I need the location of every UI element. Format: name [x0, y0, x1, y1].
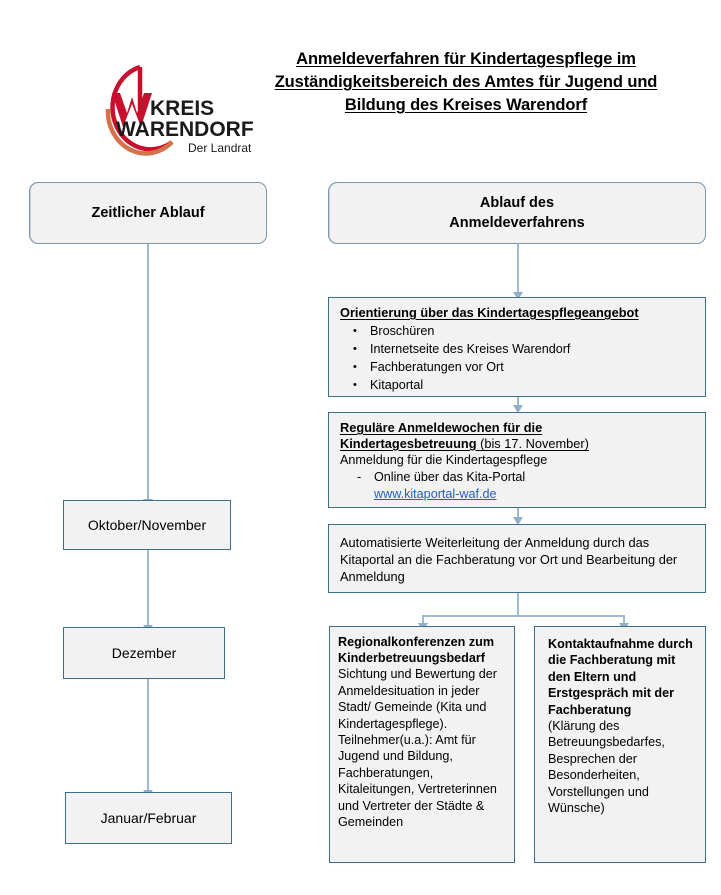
step-anmeldewochen-items: Online über das Kita-Portal www.kitaport…: [340, 469, 696, 503]
step-box-weiterleitung: Automatisierte Weiterleitung der Anmeldu…: [328, 524, 706, 593]
step-weiterleitung-text: Automatisierte Weiterleitung der Anmeldu…: [340, 535, 678, 584]
list-item: Internetseite des Kreises Warendorf: [353, 340, 696, 358]
connector-branch-left: [422, 615, 424, 627]
step-kontaktaufnahme-heading: Kontaktaufnahme durch die Fachberatung m…: [548, 637, 693, 717]
list-item: Online über das Kita-Portal www.kitaport…: [357, 469, 696, 503]
timeline-label-0: Oktober/November: [87, 516, 207, 533]
connector-weiterleitung-split-stem: [517, 593, 519, 616]
document-header: KREIS WARENDORF Der Landrat Anmeldeverfa…: [0, 0, 721, 170]
connector-header-to-orientierung: [517, 244, 519, 294]
timeline-box-januar-februar: Januar/Februar: [65, 792, 232, 844]
step-box-regionalkonferenzen: Regionalkonferenzen zum Kinderbetreuungs…: [329, 626, 515, 863]
connector-oktober-to-dezember: [147, 549, 149, 627]
logo-text-tagline: Der Landrat: [188, 141, 252, 155]
logo-text-warendorf: WARENDORF: [116, 118, 254, 141]
logo-text-kreis: KREIS: [150, 97, 214, 120]
step-anmeldewochen-heading-line1: Reguläre Anmeldewochen für die: [340, 420, 543, 435]
step-anmeldewochen-heading-note: (bis 17. November): [476, 436, 589, 452]
step-anmeldewochen-heading-bold: Kindertagesbetreuung: [340, 436, 477, 452]
connector-dezember-to-januar: [147, 678, 149, 792]
column-header-zeitlicher-ablauf: Zeitlicher Ablauf: [29, 182, 267, 244]
list-item: Broschüren: [353, 322, 696, 340]
arrowhead-orientierung: [512, 292, 523, 300]
page-title-line-1: Anmeldeverfahren für Kindertagespflege i…: [296, 50, 636, 68]
step-regionalkonferenzen-heading-line2: Kinderbetreuungsbedarf: [338, 651, 485, 666]
page-title-line-2: Zuständigkeitsbereich des Amtes für Juge…: [274, 73, 658, 91]
step-orientierung-heading: Orientierung über das Kindertagespflegea…: [340, 305, 639, 320]
step-box-orientierung: Orientierung über das Kindertagespflegea…: [328, 297, 706, 397]
kreis-warendorf-logo: KREIS WARENDORF Der Landrat: [88, 57, 263, 162]
step-regionalkonferenzen-heading-line1: Regionalkonferenzen zum: [338, 635, 495, 649]
logo-w-mark: [112, 93, 152, 127]
list-item: Fachberatungen vor Ort: [353, 358, 696, 376]
column-header-ablauf-anmeldeverfahren: Ablauf des Anmeldeverfahrens: [328, 182, 706, 244]
column-header-right-label-line2: Anmeldeverfahrens: [449, 215, 585, 231]
kitaportal-link[interactable]: www.kitaportal-waf.de: [374, 486, 497, 501]
step-anmeldewochen-heading-line2: Kindertagesbetreuung (bis 17. November): [340, 436, 696, 452]
timeline-box-oktober-november: Oktober/November: [63, 500, 231, 550]
connector-branch-right: [623, 615, 625, 627]
page-title: Anmeldeverfahren für Kindertagespflege i…: [222, 48, 710, 117]
column-header-right-label-line1: Ablauf des: [479, 195, 555, 211]
step-anmeldewochen-subline: Anmeldung für die Kindertagespflege: [340, 453, 548, 468]
step-orientierung-bullets: Broschüren Internetseite des Kreises War…: [340, 322, 696, 394]
timeline-box-dezember: Dezember: [63, 627, 225, 679]
logo-graphic: KREIS WARENDORF Der Landrat: [105, 64, 254, 156]
timeline-label-1: Dezember: [111, 644, 177, 661]
logo-arc-bottom: [105, 108, 174, 156]
step-box-kontaktaufnahme: Kontaktaufnahme durch die Fachberatung m…: [534, 626, 706, 863]
connector-weiterleitung-split-bar: [422, 615, 623, 617]
logo-arc-top: [110, 64, 174, 152]
connector-left-header-to-oktober: [147, 244, 149, 501]
arrowhead-anmeldewochen: [512, 405, 523, 413]
step-box-anmeldewochen: Reguläre Anmeldewochen für die Kindertag…: [328, 412, 706, 508]
arrowhead-weiterleitung: [512, 517, 523, 525]
timeline-label-2: Januar/Februar: [100, 809, 197, 826]
step-anmeldewochen-dash-item: Online über das Kita-Portal: [374, 469, 526, 484]
step-regionalkonferenzen-body: Sichtung und Bewertung der Anmeldesituat…: [338, 667, 497, 830]
page-title-line-3: Bildung des Kreises Warendorf: [344, 96, 588, 114]
list-item: Kitaportal: [353, 376, 696, 394]
column-header-left-label: Zeitlicher Ablauf: [91, 205, 205, 221]
step-kontaktaufnahme-body: (Klärung des Betreuungsbedarfes, Besprec…: [548, 719, 665, 816]
